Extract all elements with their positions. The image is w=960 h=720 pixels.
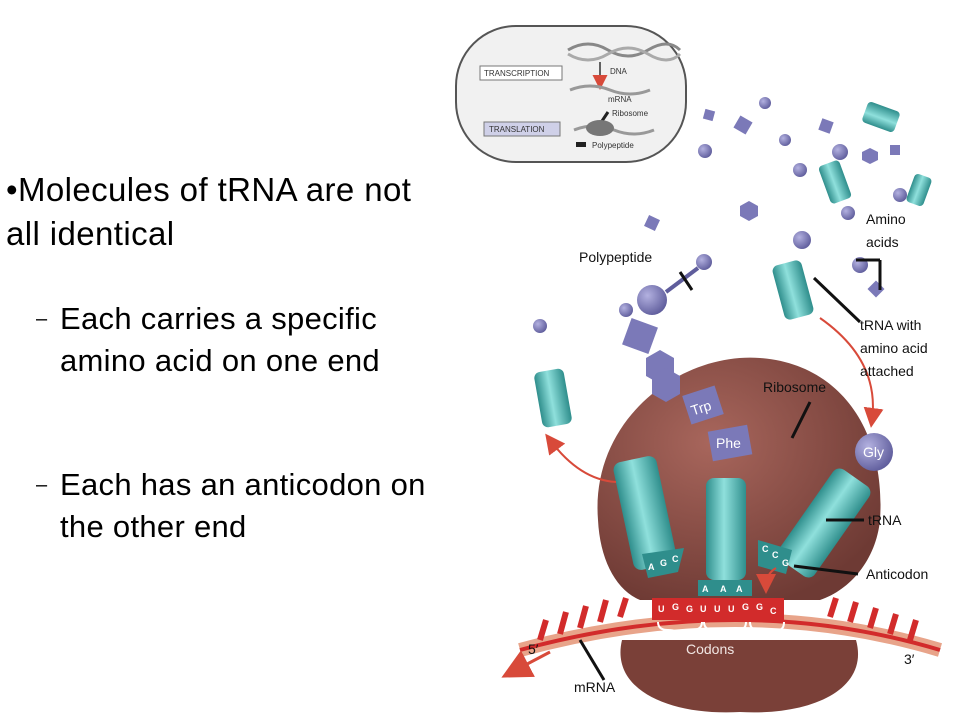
gly-amino-acid xyxy=(855,433,893,471)
dna-helix-icon xyxy=(567,42,682,58)
trna-label: tRNA xyxy=(868,512,902,528)
main-bullet: •Molecules of tRNA are not all identical xyxy=(6,171,412,252)
anticodon-base: A xyxy=(720,584,727,594)
three-prime-label: 3′ xyxy=(904,651,915,667)
anticodon-label: Anticodon xyxy=(866,566,928,582)
anticodon-base: A xyxy=(648,562,655,572)
sub-bullet-dash: – xyxy=(36,308,48,330)
inset-polypeptide-label: Polypeptide xyxy=(592,141,634,150)
anticodon-base: A xyxy=(702,584,709,594)
codons-label: Codons xyxy=(686,641,734,657)
trna-with-aa-label-line1: tRNA with xyxy=(860,317,921,333)
anticodon-base: G xyxy=(660,558,667,568)
sub-bullet-text: Each has an anticodon on the other end xyxy=(60,467,426,544)
incoming-trna-arrow xyxy=(819,317,884,428)
anticodon-pair-arrow xyxy=(756,567,777,594)
codon-base: G xyxy=(756,602,763,612)
trna-with-aa-label-line3: attached xyxy=(860,363,914,379)
amino-acids-label-line2: acids xyxy=(866,234,899,250)
sub-bullet-text: Each carries a specific amino acid on on… xyxy=(60,301,380,378)
free-amino-acids xyxy=(533,97,907,333)
polypeptide-chain: Trp Phe xyxy=(622,254,753,462)
floating-trna-top-right xyxy=(772,101,932,320)
mrna-direction-arrow xyxy=(501,650,551,678)
trna-with-aa-label-line2: amino acid xyxy=(860,340,928,356)
codon-brace xyxy=(657,621,703,640)
inset-mrna-label: mRNA xyxy=(608,95,632,104)
trna-a-site: C C G xyxy=(758,468,871,578)
polypeptide-label: Polypeptide xyxy=(579,249,652,265)
inset-dna-label: DNA xyxy=(610,67,628,76)
ribosome-label: Ribosome xyxy=(763,379,826,395)
codon-base: U xyxy=(700,604,707,614)
trna-p-site: A A A xyxy=(698,478,752,596)
anticodon-base: C xyxy=(672,554,679,564)
anticodon-base: A xyxy=(736,584,743,594)
anticodon-base: C xyxy=(762,544,769,554)
codon-base: G xyxy=(672,602,679,612)
five-prime-label: 5′ xyxy=(528,641,539,657)
anticodon-base: C xyxy=(772,550,779,560)
slide-text-panel: •Molecules of tRNA are not all identical… xyxy=(0,0,460,720)
inset-translation-label: TRANSLATION xyxy=(489,125,545,134)
mrna-strand: U G G U U U G G C xyxy=(518,597,943,657)
gly-label: Gly xyxy=(863,444,884,460)
codon-base: C xyxy=(770,606,777,616)
mrna-label: mRNA xyxy=(574,679,616,695)
codon-base: U xyxy=(728,604,735,614)
sub-bullet-anticodon: – Each has an anticodon on the other end xyxy=(36,464,440,548)
codon-base: G xyxy=(742,602,749,612)
codon-brace xyxy=(749,621,785,640)
inset-overview: TRANSCRIPTION TRANSLATION DNA mRNA Ribos… xyxy=(455,25,687,163)
sub-bullet-dash: – xyxy=(36,474,48,496)
anticodon-base: G xyxy=(782,558,789,568)
amino-acids-label-line1: Amino xyxy=(866,211,906,227)
inset-transcription-label: TRANSCRIPTION xyxy=(484,69,550,78)
trna-exiting: A G C xyxy=(613,456,684,578)
codon-base: G xyxy=(686,604,693,614)
phe-label: Phe xyxy=(716,435,741,451)
exiting-trna-arrow xyxy=(545,433,617,483)
trp-label: Trp xyxy=(689,397,714,419)
floating-trna-left xyxy=(534,368,572,428)
codon-base: U xyxy=(658,604,665,614)
codon-brace xyxy=(703,621,747,640)
inset-ribosome-label: Ribosome xyxy=(612,109,649,118)
translation-diagram: TRANSCRIPTION TRANSLATION DNA mRNA Ribos… xyxy=(455,25,943,713)
codon-base: U xyxy=(714,604,721,614)
sub-bullet-amino-acid: – Each carries a specific amino acid on … xyxy=(36,298,440,382)
